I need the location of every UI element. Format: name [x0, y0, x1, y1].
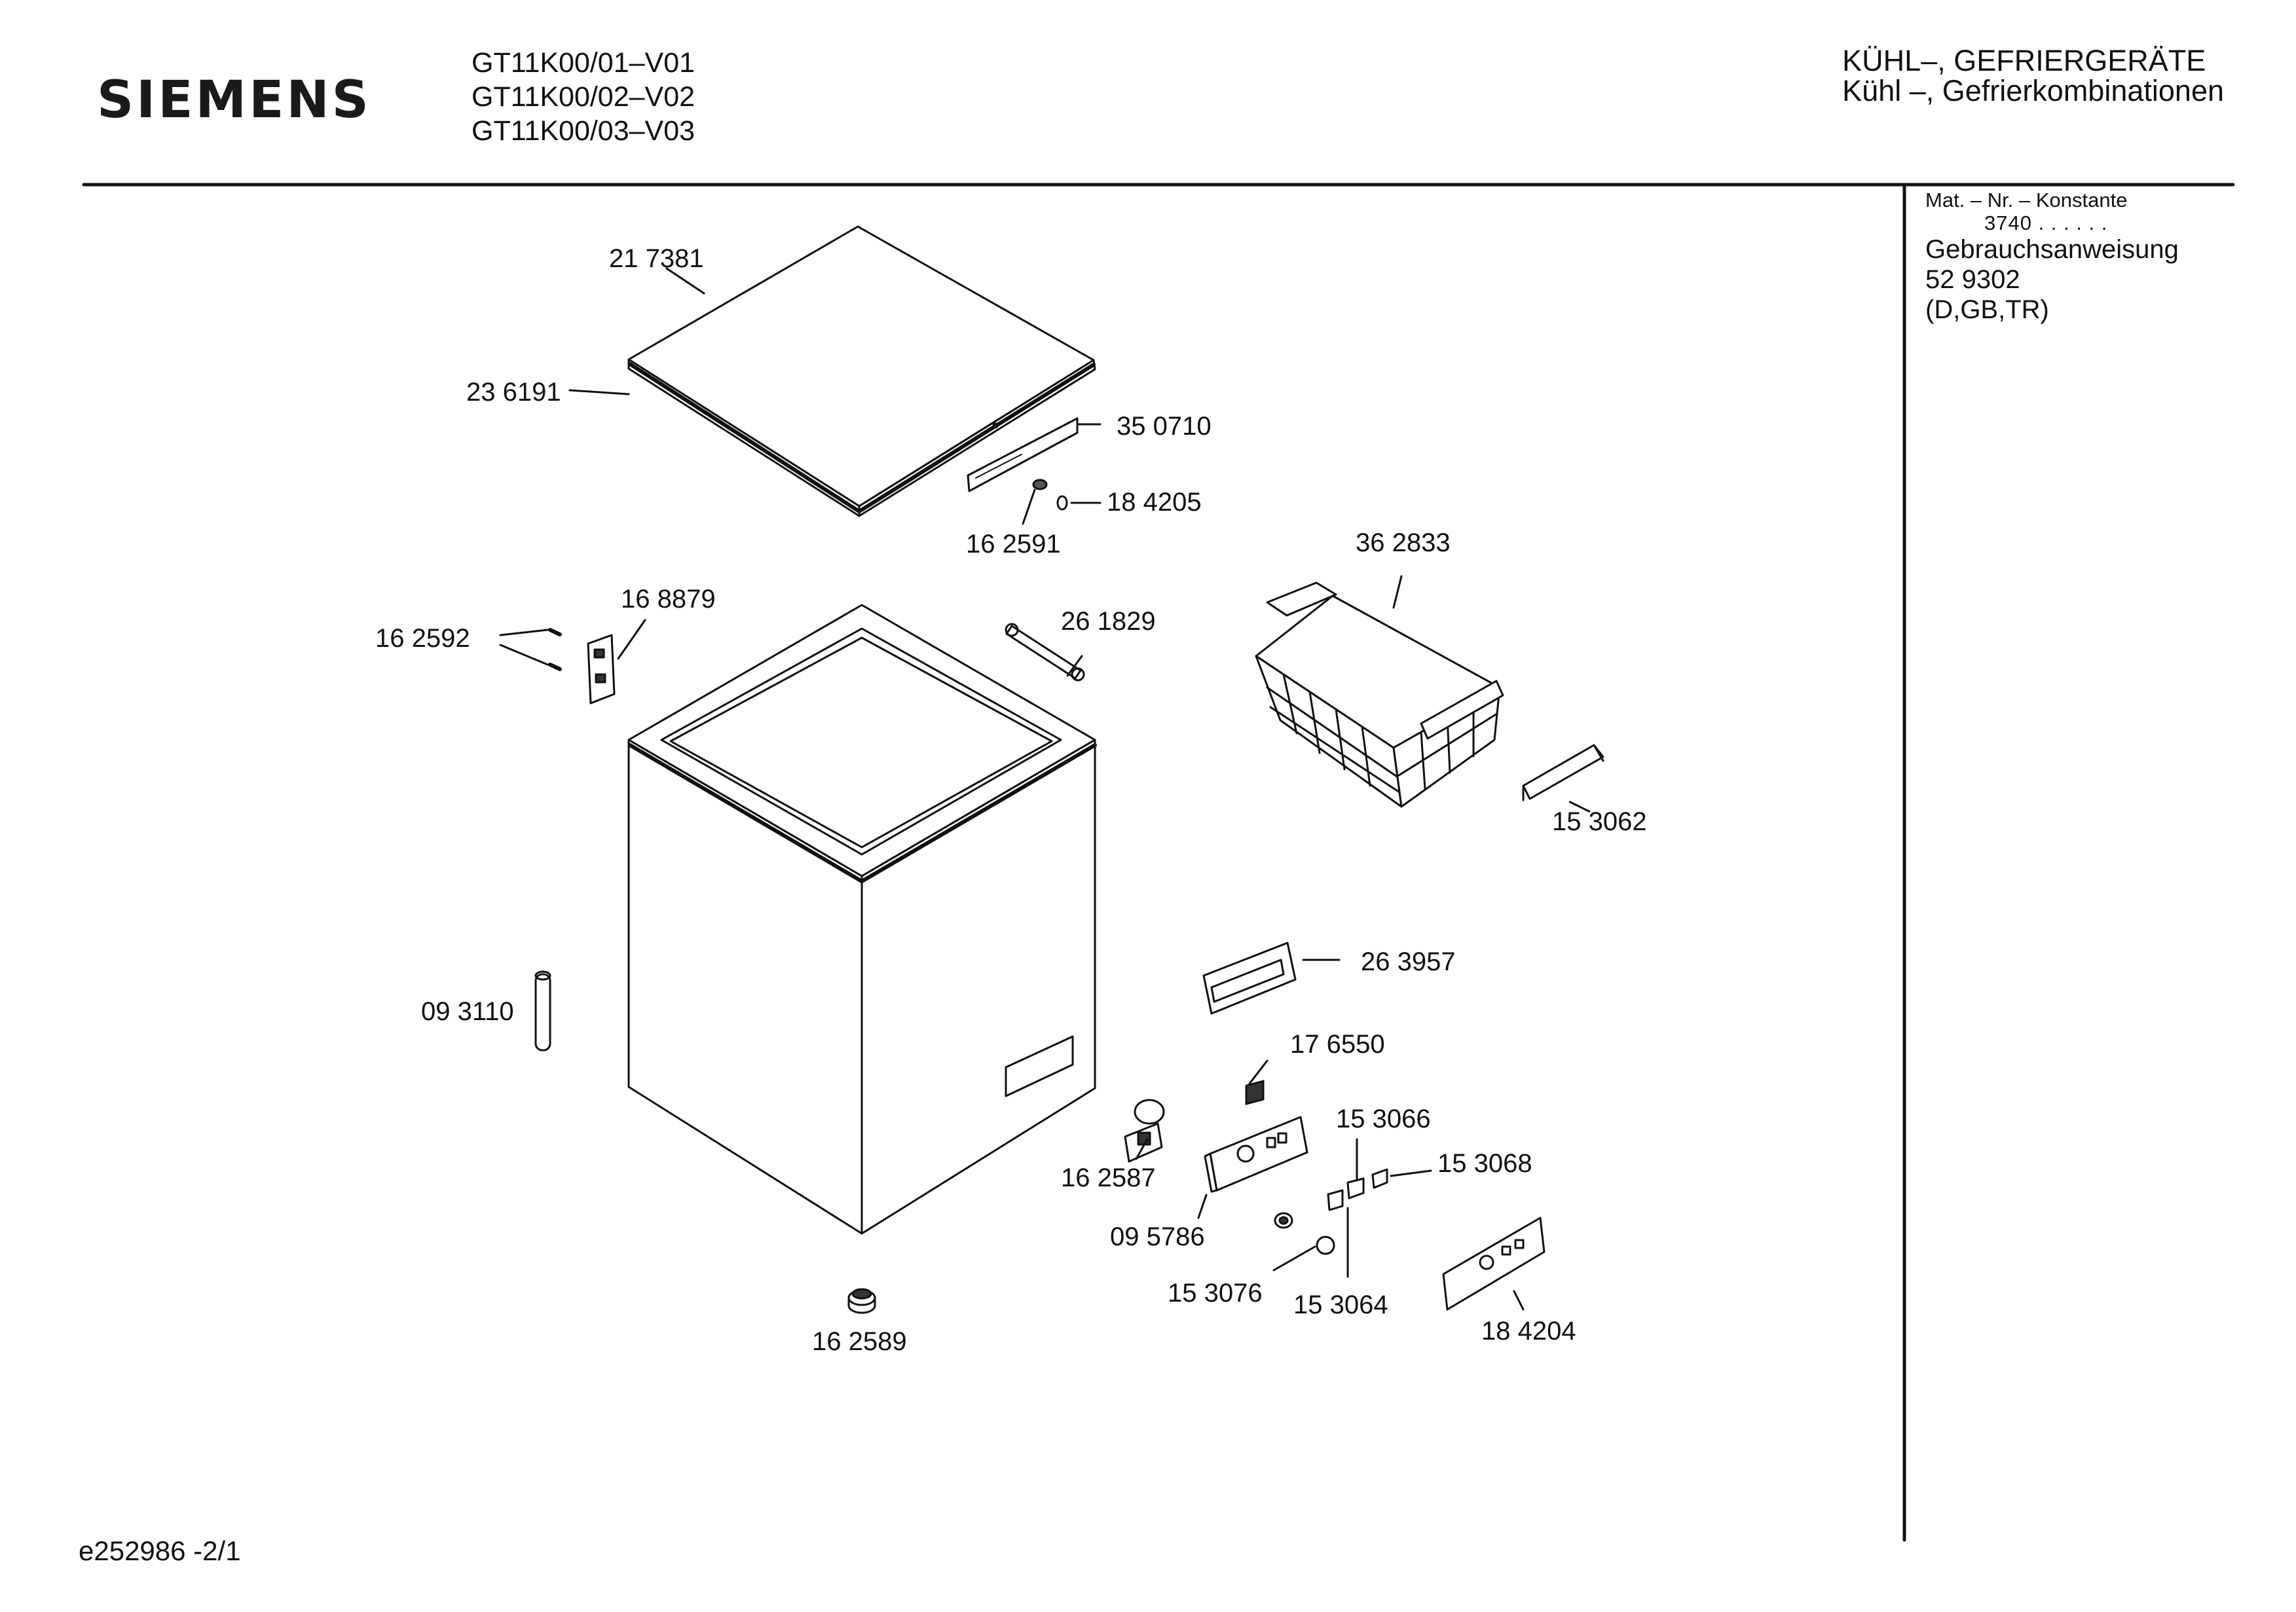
brand-logo: SIEMENS: [97, 71, 371, 130]
control-fascia-part: [1442, 1217, 1546, 1311]
part-labels: 21 7381 23 6191 35 0710 18 4205 16 2591 …: [375, 244, 1647, 1356]
lid-handle-trim: [967, 417, 1079, 492]
manual-languages: (D,GB,TR): [1925, 295, 2049, 324]
part-label: 16 2591: [966, 530, 1061, 559]
manual-title: Gebrauchsanweisung: [1925, 235, 2179, 264]
part-label: 09 3110: [421, 997, 514, 1026]
model-number: GT11K00/03–V03: [472, 115, 695, 147]
category-title: KÜHL–, GEFRIERGERÄTE: [1842, 44, 2206, 77]
screw-part: [1032, 479, 1048, 490]
storage-basket: [1255, 581, 1504, 808]
part-label: 09 5786: [1110, 1222, 1205, 1251]
sidebar-info: Mat. – Nr. – Konstante 3740 . . . . . . …: [1925, 189, 2179, 325]
part-label: 15 3068: [1437, 1149, 1532, 1178]
part-label: 21 7381: [609, 244, 704, 273]
part-label: 36 2833: [1356, 528, 1451, 557]
model-number: GT11K00/01–V01: [472, 47, 695, 79]
part-label: 18 4205: [1107, 488, 1202, 517]
basket-handle-part: [1522, 744, 1604, 801]
knob-part-153076: [1274, 1212, 1293, 1229]
indicator-lens-153066: [1346, 1177, 1365, 1200]
indicator-lens-153068: [1371, 1168, 1388, 1189]
drain-tube-part: [534, 970, 551, 1052]
part-label: 16 2592: [375, 624, 470, 653]
lamp-holder-part: [1124, 1099, 1165, 1163]
konstante-value: 3740 . . . . . .: [1984, 211, 2108, 234]
knob-part-153076-b: [1316, 1236, 1335, 1255]
part-label: 17 6550: [1290, 1030, 1385, 1059]
model-number: GT11K00/02–V02: [472, 81, 695, 113]
model-list: GT11K00/01–V01 GT11K00/02–V02 GT11K00/03…: [472, 46, 695, 148]
lock-rod-part: [1005, 623, 1085, 682]
part-label: 16 2587: [1061, 1163, 1156, 1192]
control-cover-part: [1202, 942, 1297, 1015]
small-switch-part: [1245, 1080, 1265, 1105]
category-subtitle: Kühl –, Gefrierkombinationen: [1842, 74, 2224, 107]
leader-lines: [499, 267, 1591, 1311]
part-label: 15 3066: [1336, 1105, 1431, 1133]
part-label: 35 0710: [1117, 412, 1212, 441]
lid-part: [627, 225, 1096, 517]
indicator-lens-153064: [1327, 1189, 1344, 1211]
part-label: 18 4204: [1481, 1317, 1576, 1346]
thermostat-housing-part: [1204, 1116, 1308, 1193]
manual-number: 52 9302: [1925, 265, 2020, 294]
category-block: KÜHL–, GEFRIERGERÄTE Kühl –, Gefrierkomb…: [1842, 46, 2224, 106]
washer-part: [1056, 495, 1068, 511]
part-label: 26 3957: [1361, 947, 1456, 976]
part-label: 15 3076: [1168, 1279, 1263, 1308]
part-label: 16 8879: [621, 585, 716, 614]
document-id: e252986 -2/1: [79, 1535, 241, 1566]
part-label: 26 1829: [1061, 607, 1156, 636]
hinge-part: [587, 634, 616, 705]
hinge-screws: [548, 628, 562, 671]
part-label: 16 2589: [812, 1327, 907, 1356]
foot-part: [847, 1288, 876, 1314]
part-label: 23 6191: [466, 378, 561, 407]
freezer-cabinet: [627, 604, 1097, 1235]
konstante-label: Mat. – Nr. – Konstante: [1925, 189, 2128, 211]
part-label: 15 3064: [1293, 1291, 1388, 1319]
part-label: 15 3062: [1552, 807, 1647, 836]
